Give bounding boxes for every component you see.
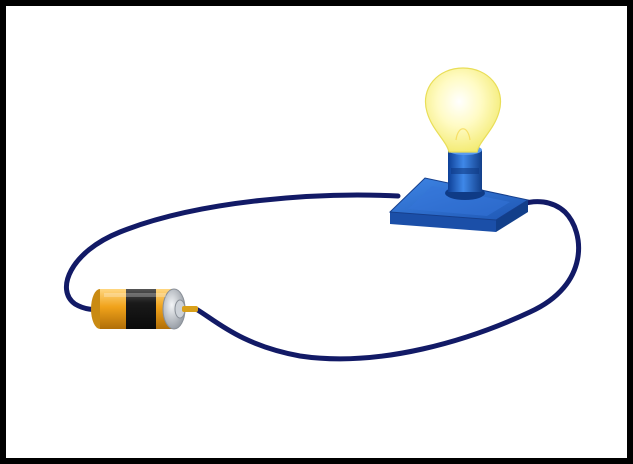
lamp-base-icon — [388, 145, 530, 232]
diagram-frame — [6, 6, 627, 458]
light-bulb-icon — [424, 67, 502, 153]
wire-icon — [63, 192, 582, 362]
battery-icon — [91, 288, 198, 330]
